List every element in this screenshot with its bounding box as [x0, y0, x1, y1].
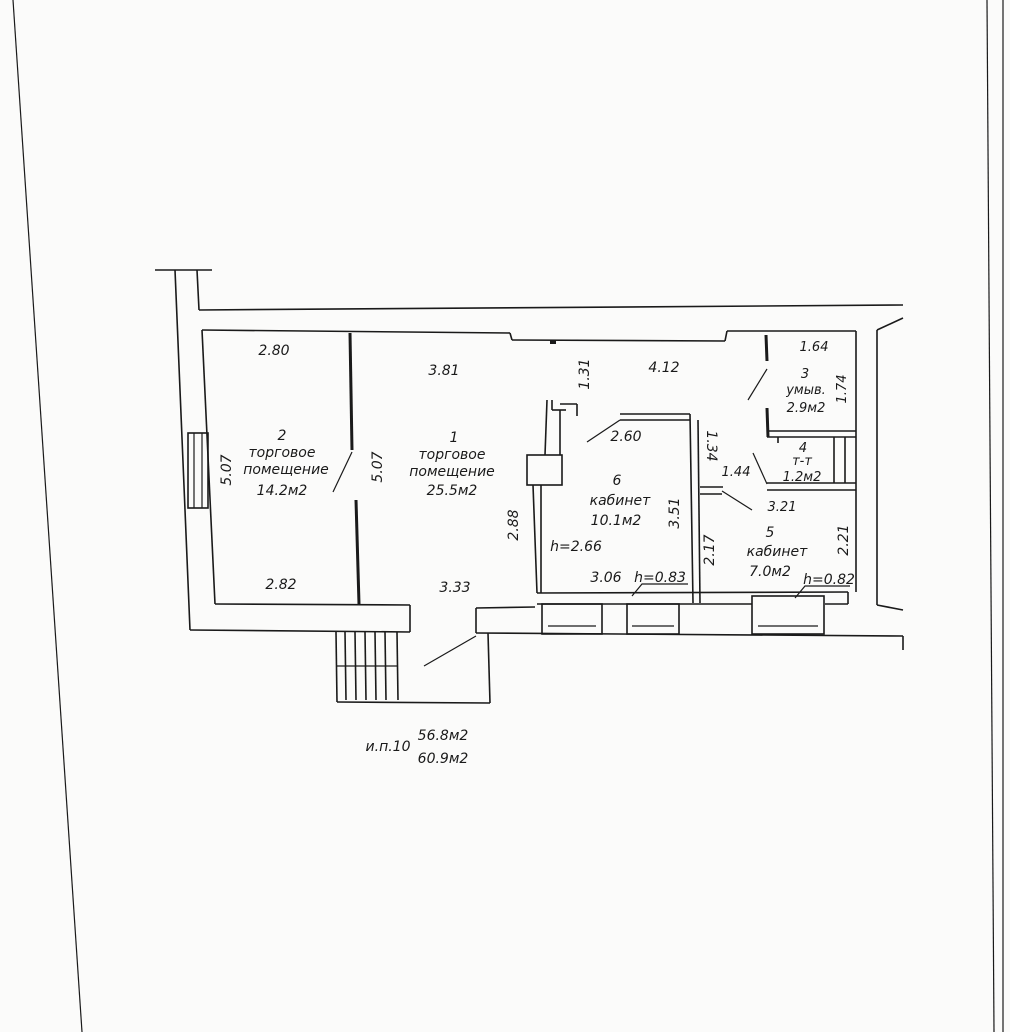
dim-label: 3.81	[428, 363, 459, 379]
dim-label: 1.34	[703, 430, 719, 461]
room-type: т-т	[792, 454, 812, 469]
room-number: 3	[801, 367, 809, 382]
room-area: 7.0м2	[749, 564, 791, 580]
room-type: умыв.	[785, 383, 826, 398]
room-type-cont: помещение	[243, 462, 329, 478]
dim-label: 4.12	[648, 360, 679, 376]
room-number: 4	[799, 441, 807, 456]
outer-walls	[155, 269, 904, 650]
room-type: кабинет	[747, 544, 809, 560]
room-2-label: 2 торговое помещение 14.2м2	[243, 428, 329, 499]
dim-label: 2.82	[265, 577, 296, 593]
summary-label: и.п.10	[366, 739, 411, 755]
dim-label: 2.88	[506, 509, 522, 540]
dim-label: 2.17	[702, 534, 718, 565]
dim-label: h=2.66	[550, 539, 602, 555]
dim-label: 5.07	[219, 454, 235, 485]
dim-label: 2.80	[258, 343, 289, 359]
dim-label: 1.74	[835, 375, 850, 404]
sheet-border-left	[12, 0, 83, 1032]
dim-label: 3.21	[768, 500, 797, 515]
room-4-label: 4 т-т 1.2м2	[783, 441, 822, 485]
entrance-stairs	[335, 631, 491, 704]
room-type: торговое	[249, 445, 316, 461]
bottom-windows	[541, 595, 825, 635]
dimension-labels: 2.80 5.07 2.82 3.81 5.07 3.33 1.31 4.12 …	[219, 340, 855, 596]
room-area: 10.1м2	[591, 513, 642, 529]
dim-label: 1.64	[800, 340, 829, 355]
summary-area-2: 60.9м2	[418, 751, 469, 767]
room-5-label: 5 кабинет 7.0м2	[747, 525, 809, 580]
leader-lines	[631, 583, 850, 599]
dim-label: 1.44	[722, 465, 751, 480]
room-area: 2.9м2	[787, 401, 826, 416]
summary-area-1: 56.8м2	[418, 728, 469, 744]
dim-label: 5.07	[370, 451, 386, 482]
dim-label: 3.06	[590, 570, 621, 586]
dim-label: 3.33	[439, 580, 470, 596]
room-number: 2	[278, 428, 287, 444]
room-type: кабинет	[590, 493, 652, 509]
room-area: 1.2м2	[783, 470, 822, 485]
room-type-cont: помещение	[409, 464, 495, 480]
dim-label: h=0.83	[634, 570, 686, 586]
room-6-walls	[526, 399, 701, 604]
room-3-label: 3 умыв. 2.9м2	[785, 367, 826, 416]
dim-label: 3.51	[667, 497, 683, 528]
area-summary: и.п.10 56.8м2 60.9м2	[366, 728, 469, 767]
column-mark	[550, 340, 556, 344]
rooms-3-4-5-walls	[700, 334, 856, 511]
room-6-label: 6 кабинет 10.1м2	[590, 473, 652, 529]
dim-label: 1.31	[577, 358, 593, 389]
dim-label: 2.60	[610, 429, 641, 445]
sheet-border-right	[986, 0, 995, 1032]
room-number: 6	[613, 473, 622, 489]
room-number: 5	[766, 525, 775, 541]
dim-label: 2.21	[836, 524, 852, 555]
window-left	[187, 432, 209, 509]
room-1-label: 1 торговое помещение 25.5м2	[409, 430, 495, 499]
room-area: 25.5м2	[427, 483, 478, 499]
room-number: 1	[450, 430, 459, 446]
partition-1-2	[332, 332, 361, 605]
room-area: 14.2м2	[257, 483, 308, 499]
room-type: торговое	[419, 447, 486, 463]
dim-label: h=0.82	[803, 572, 855, 588]
